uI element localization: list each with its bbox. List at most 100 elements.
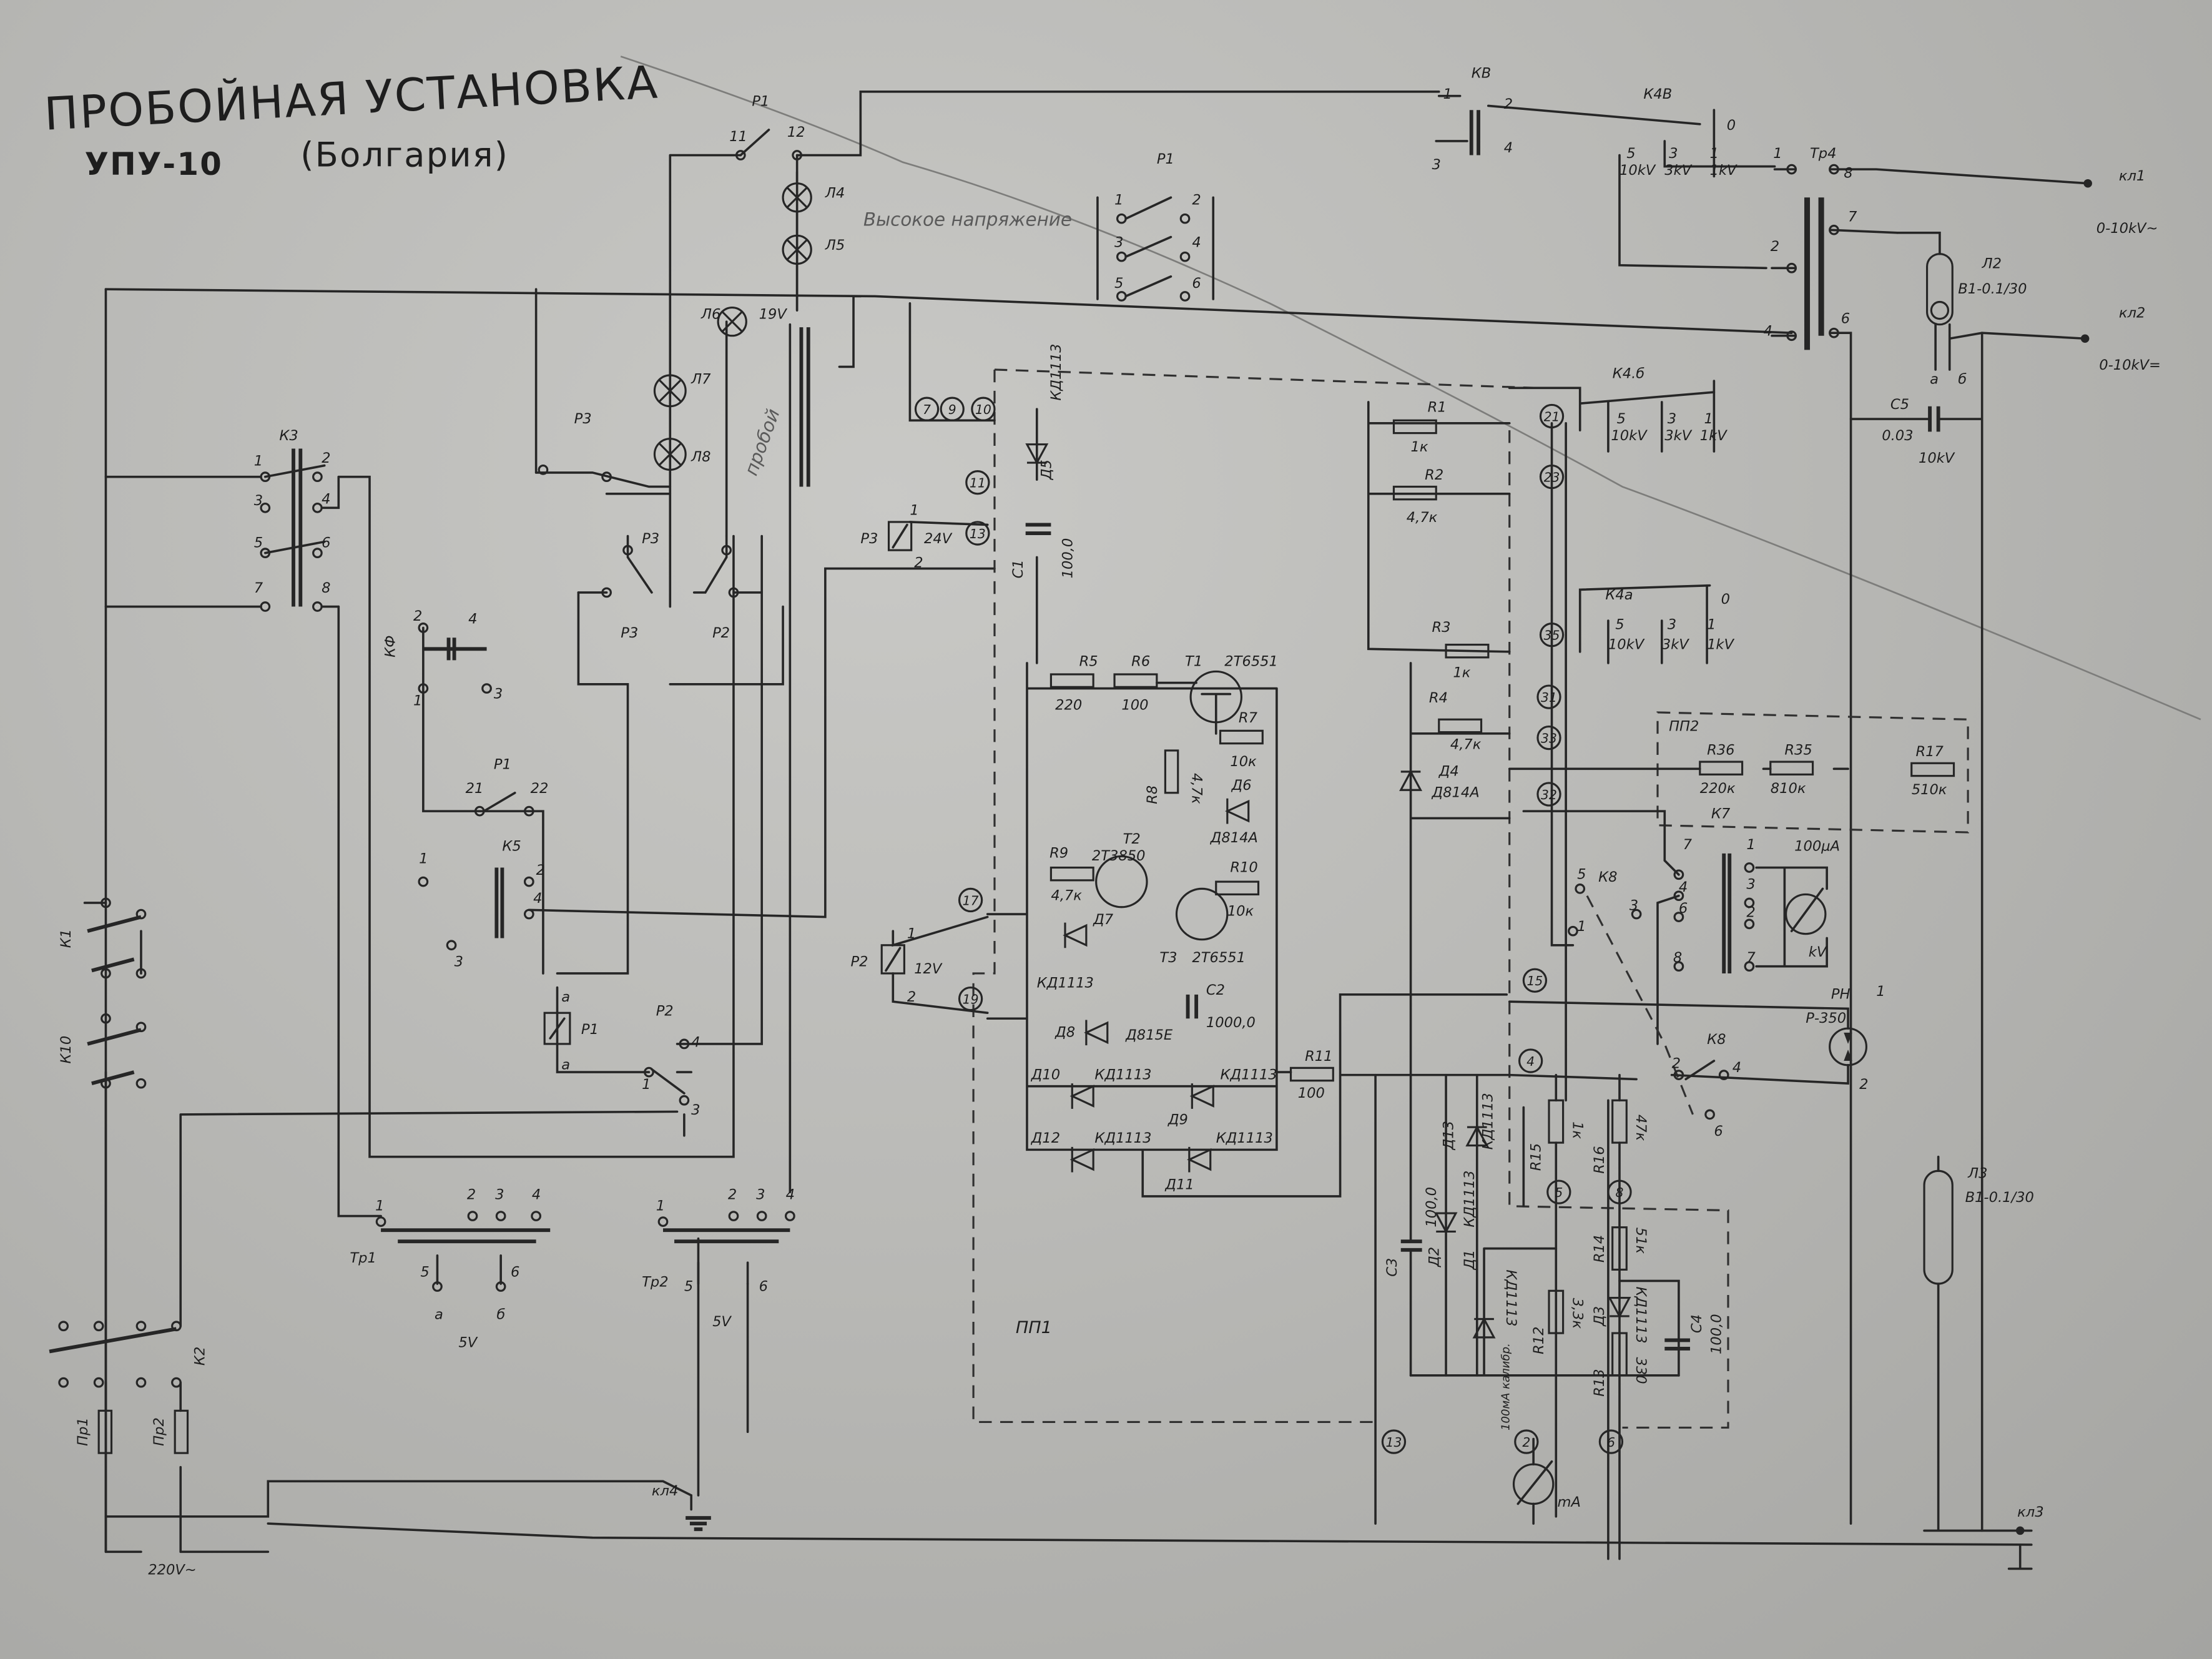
svg-text:35: 35 xyxy=(1544,628,1560,643)
svg-text:2Т6551: 2Т6551 xyxy=(1224,653,1278,669)
svg-text:R14: R14 xyxy=(1591,1235,1608,1263)
svg-text:К5: К5 xyxy=(502,838,521,854)
pp1-module-outline xyxy=(972,368,1729,1429)
svg-text:КД1113: КД1113 xyxy=(1094,1130,1151,1146)
spark-gap-rn: РН Р-350 1 2 xyxy=(1508,983,1885,1093)
svg-text:4,7к: 4,7к xyxy=(1188,773,1204,804)
svg-text:4: 4 xyxy=(1526,1054,1535,1069)
svg-text:1: 1 xyxy=(413,693,422,709)
svg-text:mA: mA xyxy=(1558,1494,1581,1510)
svg-text:4: 4 xyxy=(1679,879,1688,895)
switch-k1: К1 xyxy=(58,897,147,979)
terminal-19: 19 xyxy=(958,986,983,1012)
svg-text:3: 3 xyxy=(1630,897,1638,913)
svg-text:Д6: Д6 xyxy=(1231,777,1252,794)
svg-text:3: 3 xyxy=(1668,617,1676,633)
svg-text:33: 33 xyxy=(1541,731,1557,746)
svg-text:7: 7 xyxy=(923,402,931,417)
lamp-l5-label: Л5 xyxy=(825,237,845,254)
terminal-kl4-label: кл4 xyxy=(652,1483,678,1499)
svg-text:10kV: 10kV xyxy=(1608,636,1645,652)
relay-coil-p1: P1 а а xyxy=(543,989,599,1073)
svg-text:К8: К8 xyxy=(1707,1031,1726,1048)
svg-text:1: 1 xyxy=(1443,86,1452,102)
svg-text:1: 1 xyxy=(1876,983,1885,1000)
svg-text:R5: R5 xyxy=(1079,653,1098,669)
svg-text:КД1113: КД1113 xyxy=(1037,975,1094,992)
switch-p1-21-22: P1 21 22 xyxy=(466,756,548,817)
switch-k7-label: К7 xyxy=(1711,805,1731,822)
svg-text:Д4: Д4 xyxy=(1438,764,1459,780)
svg-text:R12: R12 xyxy=(1531,1327,1547,1354)
svg-text:РН: РН xyxy=(1831,987,1851,1003)
svg-text:2: 2 xyxy=(1859,1076,1868,1093)
svg-text:5: 5 xyxy=(1114,275,1123,292)
svg-text:Д8: Д8 xyxy=(1054,1025,1075,1041)
note-breakdown: пробой xyxy=(740,406,784,478)
svg-text:P3: P3 xyxy=(642,531,659,547)
svg-text:R9: R9 xyxy=(1049,845,1068,862)
svg-text:5: 5 xyxy=(254,535,263,551)
lamp-l6 xyxy=(717,306,747,337)
svg-text:5: 5 xyxy=(1555,1185,1563,1200)
svg-text:P3: P3 xyxy=(621,625,638,641)
svg-text:24V: 24V xyxy=(924,531,953,547)
svg-text:4: 4 xyxy=(1733,1060,1741,1076)
svg-text:КВ: КВ xyxy=(1472,65,1492,81)
svg-text:C4: C4 xyxy=(1689,1314,1705,1333)
svg-text:1: 1 xyxy=(656,1198,665,1214)
svg-text:R16: R16 xyxy=(1591,1146,1608,1173)
svg-text:510к: 510к xyxy=(1912,782,1947,798)
svg-text:1kV: 1kV xyxy=(1700,428,1728,444)
svg-text:100: 100 xyxy=(1298,1085,1325,1101)
svg-text:1к: 1к xyxy=(1569,1121,1585,1139)
svg-text:КД1113: КД1113 xyxy=(1094,1066,1151,1083)
svg-text:3: 3 xyxy=(1114,234,1123,250)
svg-text:3kV: 3kV xyxy=(1662,636,1689,652)
terminal-8: 8 xyxy=(1607,1179,1632,1204)
svg-text:1: 1 xyxy=(254,453,263,470)
svg-text:12: 12 xyxy=(787,124,805,140)
note-high-voltage: Высокое напряжение xyxy=(863,209,1072,230)
svg-text:4: 4 xyxy=(1504,140,1513,156)
svg-text:0: 0 xyxy=(1727,117,1736,134)
pp1-right-wiring xyxy=(1367,386,1716,1560)
switch-k2: К2 xyxy=(49,1321,209,1388)
terminal-31: 31 xyxy=(1536,684,1561,709)
svg-text:3: 3 xyxy=(1668,411,1676,427)
svg-text:2: 2 xyxy=(914,554,923,571)
svg-text:2: 2 xyxy=(467,1186,476,1203)
terminal-11: 11 xyxy=(965,470,990,495)
c5-value: 0.03 xyxy=(1882,428,1913,444)
svg-text:8: 8 xyxy=(1844,165,1852,182)
svg-text:220к: 220к xyxy=(1700,780,1736,797)
svg-text:2: 2 xyxy=(1192,192,1201,209)
terminal-13: 13 xyxy=(965,521,990,546)
svg-text:1к: 1к xyxy=(1411,439,1428,455)
svg-text:Д1: Д1 xyxy=(1462,1249,1478,1270)
terminal-21: 21 xyxy=(1539,403,1565,429)
transformer-tr4: Тр4 1 2 4 8 7 6 xyxy=(1763,145,2089,1525)
svg-text:47к: 47к xyxy=(1633,1115,1649,1141)
svg-text:3: 3 xyxy=(1746,876,1755,892)
lamp-l6-label: Л6 xyxy=(700,307,720,323)
switch-k8: К8 5 3 1 7 1 4 3 6 2 8 7 xyxy=(1522,810,1828,1115)
svg-text:Пр1: Пр1 xyxy=(75,1417,91,1446)
svg-text:31: 31 xyxy=(1541,690,1557,705)
svg-text:К4.б: К4.б xyxy=(1613,366,1645,382)
svg-text:19: 19 xyxy=(963,992,979,1007)
svg-text:3: 3 xyxy=(1432,157,1440,173)
